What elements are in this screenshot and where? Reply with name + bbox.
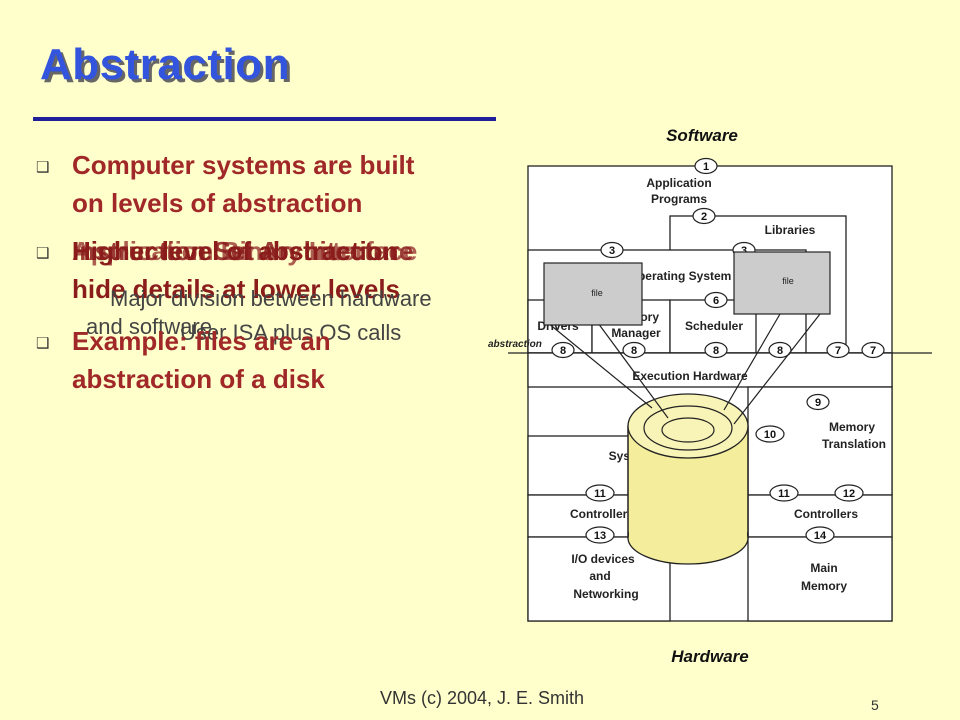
- overlap-sub-b: and software: [86, 314, 212, 339]
- libraries-label: Libraries: [765, 223, 816, 237]
- overlap-line-c: Application Binary Interface: [72, 236, 418, 266]
- execution-hardware-block: [527, 352, 893, 388]
- badge-13: [585, 526, 615, 544]
- bullet-marker-1: ❑: [36, 159, 50, 176]
- memory-translation-line2: Translation: [822, 437, 886, 451]
- badge-12: [834, 484, 864, 502]
- svg-text:8: 8: [560, 345, 566, 357]
- bullet-3-line-2: abstraction of a disk: [72, 364, 325, 394]
- memory-translation-line1: Memory: [829, 420, 875, 434]
- badge-8a: [551, 341, 575, 359]
- overlap-line-b: Instruction Set Architecture: [72, 236, 414, 266]
- main-memory-line2: Memory: [801, 579, 847, 593]
- svg-text:14: 14: [814, 530, 827, 542]
- svg-text:3: 3: [741, 245, 747, 257]
- bullet-3: Example: files are an abstraction of a d…: [72, 322, 331, 398]
- badge-2: [692, 207, 716, 225]
- io-line1: I/O devices: [571, 552, 635, 566]
- svg-text:12: 12: [843, 488, 855, 500]
- badge-8d: [768, 341, 792, 359]
- bullet-marker-3: ❑: [36, 335, 50, 352]
- badge-8b: [622, 341, 646, 359]
- bullet-3-line-1: Example: files are an: [72, 326, 331, 356]
- file-right-window: [733, 251, 831, 315]
- overlap-sub-a: Major division between hardware: [110, 286, 432, 311]
- disk-icon: [627, 393, 749, 565]
- badge-10: [755, 425, 785, 443]
- main-memory-block: [747, 536, 893, 622]
- svg-text:2: 2: [701, 211, 707, 223]
- svg-text:13: 13: [594, 530, 606, 542]
- badge-11b: [769, 484, 799, 502]
- bullet-1: Computer systems are built on levels of …: [72, 146, 414, 222]
- io-line3: Networking: [573, 587, 638, 601]
- badge-1: [694, 157, 718, 175]
- svg-text:11: 11: [778, 488, 790, 500]
- page-number: 5: [871, 697, 879, 713]
- svg-text:6: 6: [713, 295, 719, 307]
- svg-text:11: 11: [594, 488, 606, 500]
- app-programs-line1: Application: [646, 176, 711, 190]
- abstraction-label: abstraction: [488, 339, 542, 350]
- main-memory-line1: Main: [810, 561, 837, 575]
- memory-manager-line2: Manager: [611, 326, 661, 340]
- svg-text:1: 1: [703, 161, 709, 173]
- operating-system-label: Operating System: [629, 269, 732, 283]
- io-line2: and: [589, 569, 610, 583]
- svg-text:9: 9: [815, 397, 821, 409]
- controllers-left-label: Controllers: [570, 507, 634, 521]
- file-projection: [547, 313, 821, 425]
- controllers-right-label: Controllers: [794, 507, 858, 521]
- software-label: Software: [666, 126, 738, 145]
- scheduler-label: Scheduler: [685, 319, 743, 333]
- badge-11a: [585, 484, 615, 502]
- file-left-label: file: [591, 288, 603, 298]
- badge-6: [704, 291, 728, 309]
- overlap-line-a: Higher level of abstraction: [72, 236, 399, 266]
- bullet-marker-2: ❑: [36, 245, 50, 262]
- slide-title: Abstraction: [40, 40, 290, 89]
- badge-14: [805, 526, 835, 544]
- app-programs-line2: Programs: [651, 192, 707, 206]
- badge-7a: [826, 341, 850, 359]
- svg-text:8: 8: [631, 345, 637, 357]
- badge-7b: [861, 341, 885, 359]
- svg-text:8: 8: [713, 345, 719, 357]
- execution-hardware-label: Execution Hardware: [632, 369, 748, 383]
- badge-3a: [600, 241, 624, 259]
- badge-8c: [704, 341, 728, 359]
- title-underline: [33, 117, 496, 121]
- hardware-label: Hardware: [671, 647, 748, 666]
- bullet-1-line-1: Computer systems are built: [72, 150, 415, 180]
- svg-text:7: 7: [835, 345, 841, 357]
- svg-text:8: 8: [777, 345, 783, 357]
- file-right-label: file: [782, 276, 794, 286]
- svg-text:3: 3: [609, 245, 615, 257]
- file-left-window: [543, 262, 643, 326]
- svg-text:7: 7: [870, 345, 876, 357]
- bullet-1-line-2: on levels of abstraction: [72, 188, 363, 218]
- svg-text:10: 10: [764, 429, 776, 441]
- badge-9: [806, 393, 830, 411]
- overlap-line-d: hide details at lower levels: [72, 274, 401, 304]
- footer-text: VMs (c) 2004, J. E. Smith: [380, 688, 585, 708]
- overlap-sub-c: User ISA plus OS calls: [180, 320, 402, 345]
